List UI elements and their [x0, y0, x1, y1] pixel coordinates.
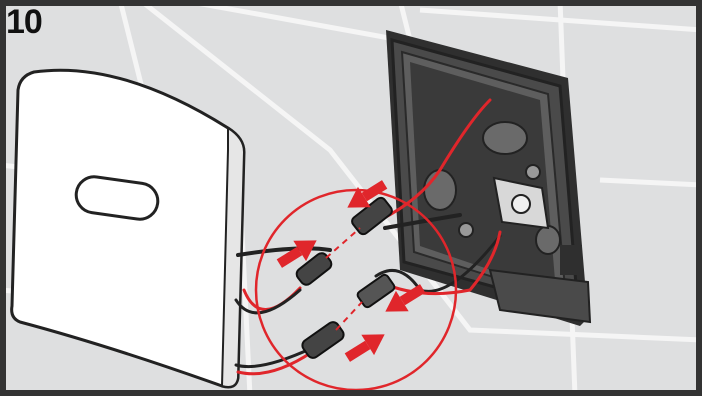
step-number: 10: [6, 4, 42, 40]
screw-icon: [526, 165, 540, 179]
screw-icon: [459, 223, 473, 237]
